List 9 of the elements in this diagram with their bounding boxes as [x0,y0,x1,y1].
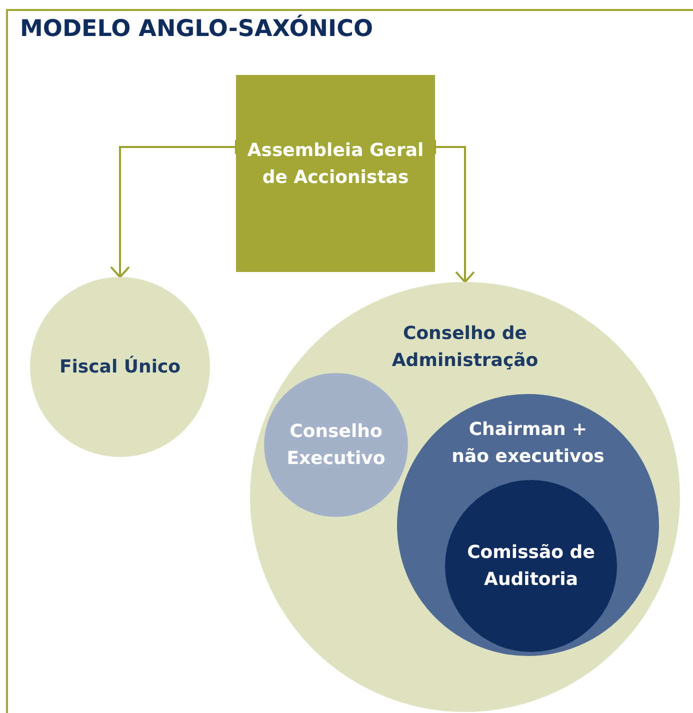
process-box [236,75,435,272]
node-label: Conselho de Administração [390,322,540,373]
node-label: Comissão de Auditoria [466,541,596,592]
node-label: Chairman + não executivos [450,418,606,469]
arrow [110,139,237,278]
diagram-title: MODELO ANGLO-SAXÓNICO [20,16,373,42]
node-label: Fiscal Único [58,354,182,380]
node-label: Assembleia Geral de Accionistas [246,139,425,190]
node-label: Conselho Executivo [286,420,386,471]
